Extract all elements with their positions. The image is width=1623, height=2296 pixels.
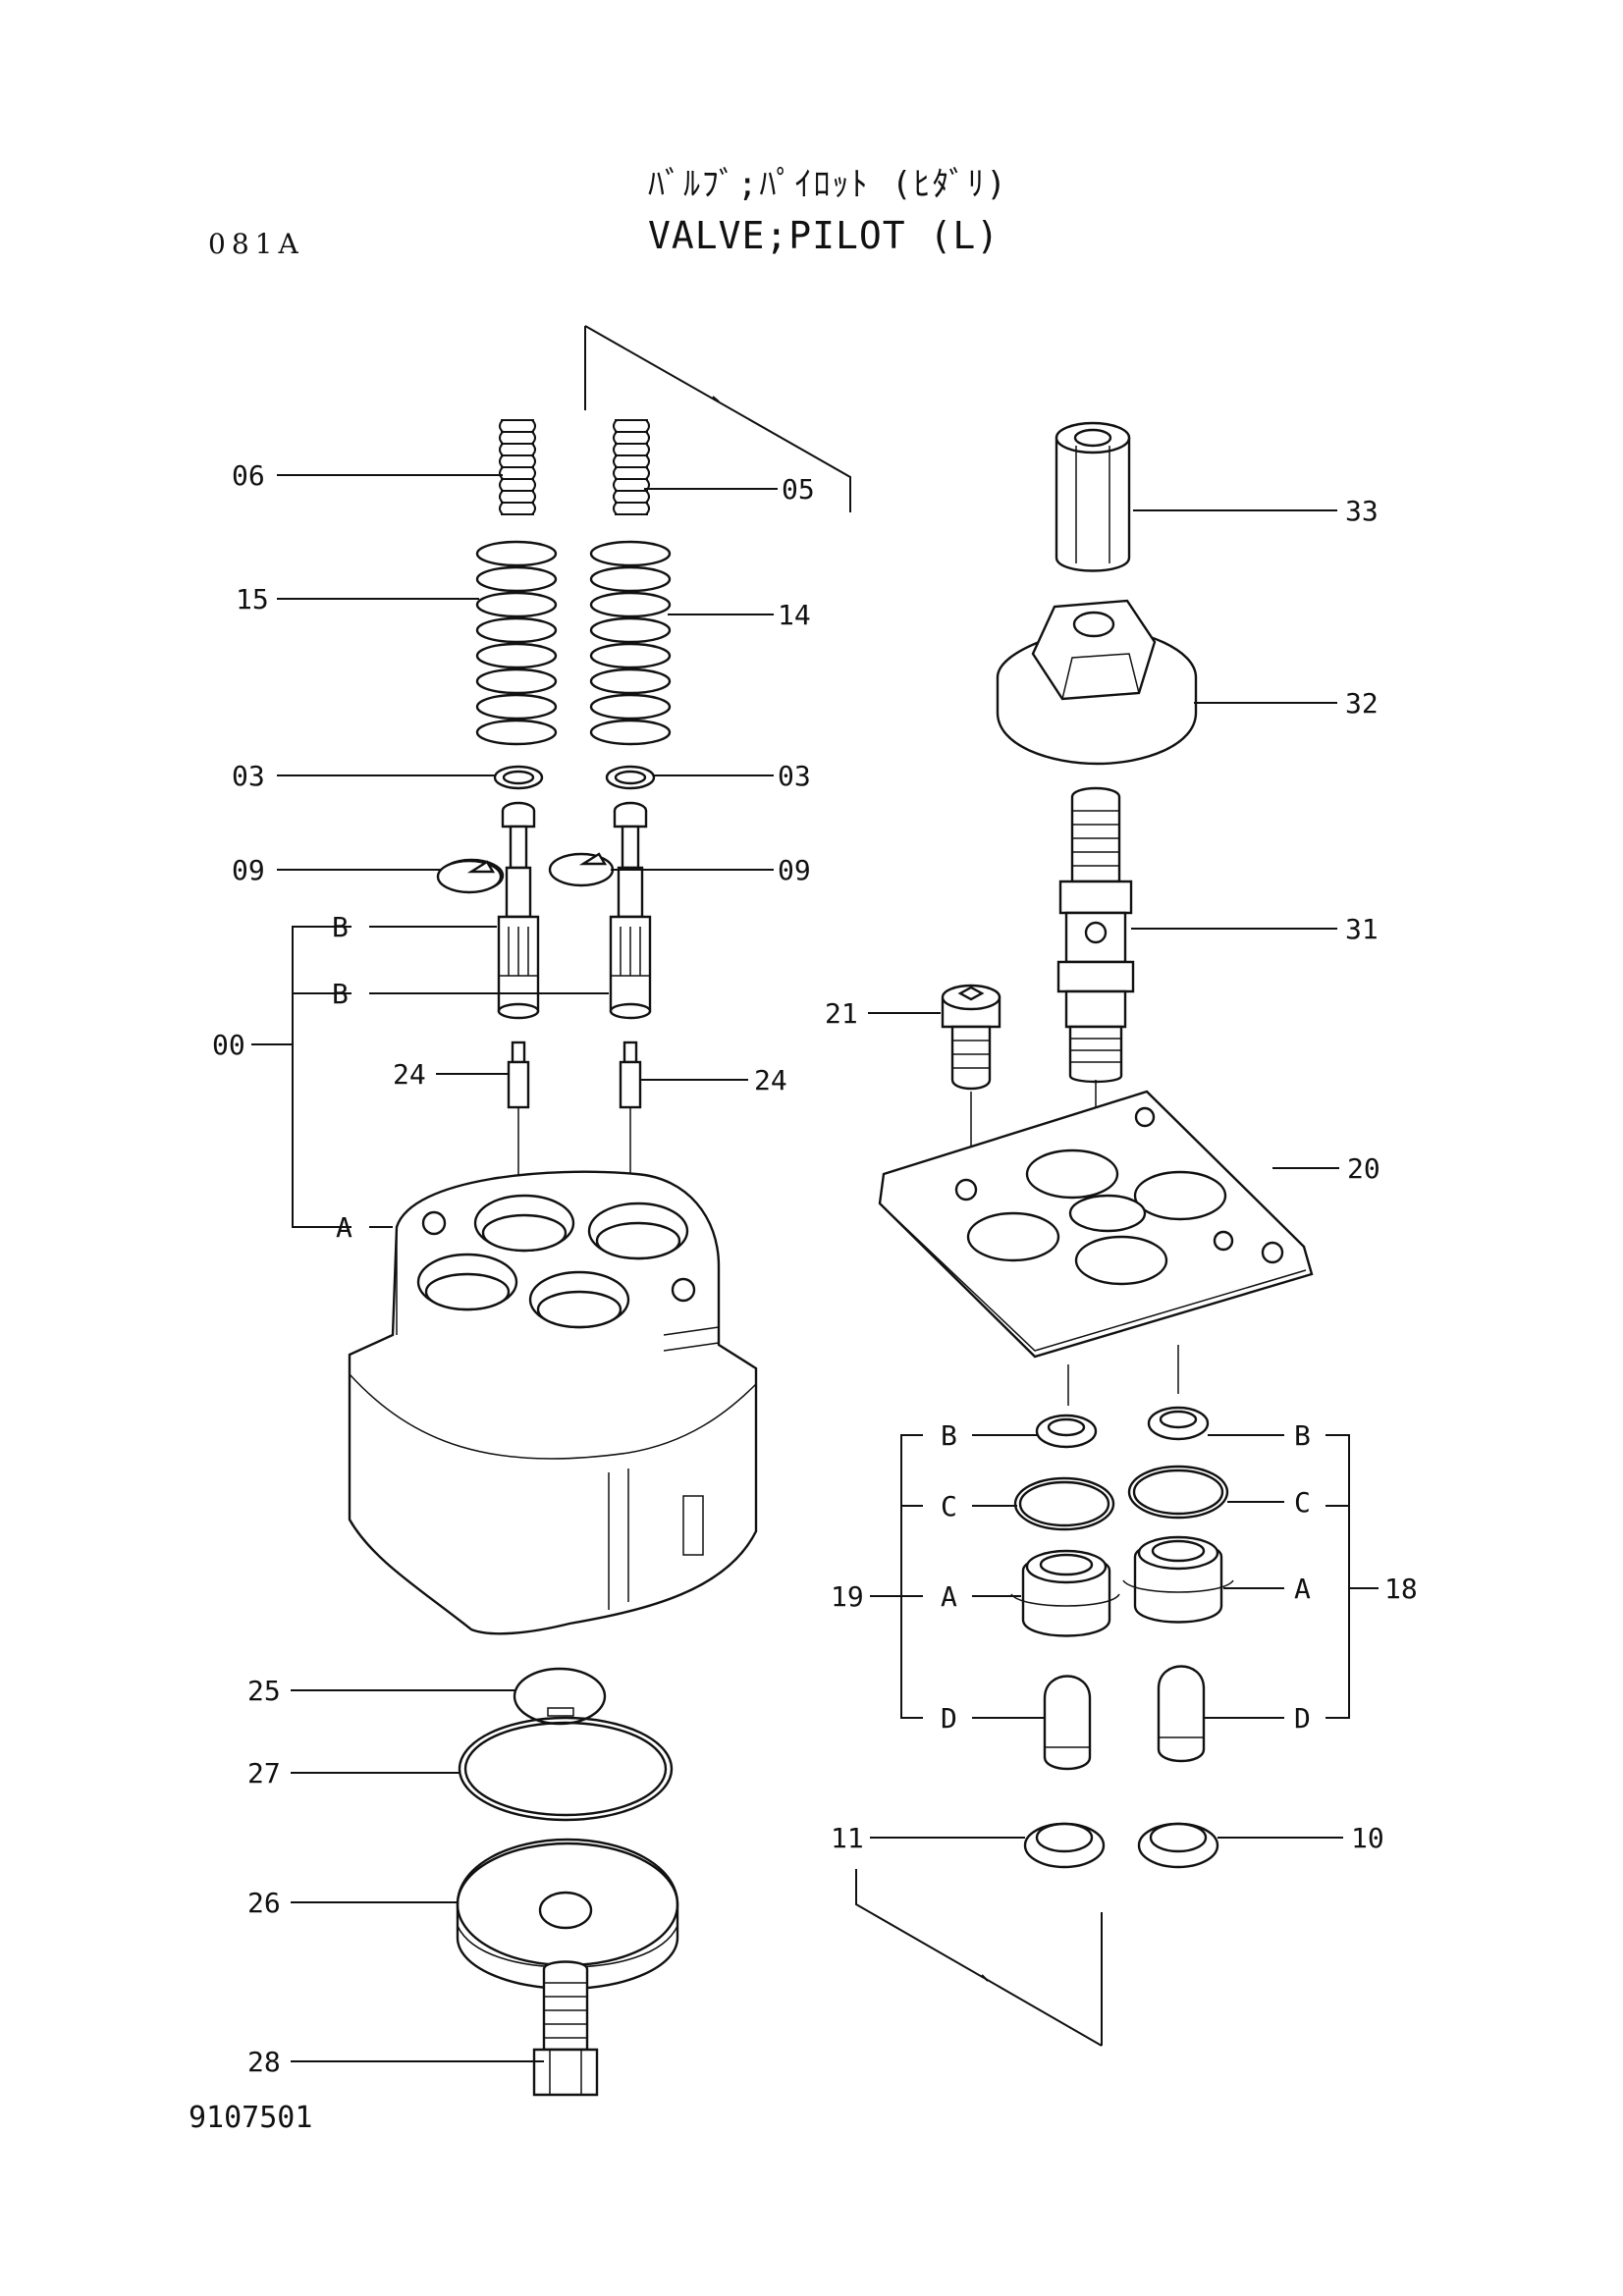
callout-09-right: 09 (778, 854, 811, 886)
callout-b-upper: B (332, 911, 349, 943)
plug-screw-28 (532, 1960, 599, 2097)
callout-a-body: A (336, 1211, 352, 1244)
sheet-code: 081A (208, 228, 304, 260)
socket-bolt-21 (941, 984, 1001, 1188)
valve-body-casing (348, 1170, 758, 1635)
callout-11: 11 (831, 1822, 864, 1854)
callout-03-left: 03 (232, 760, 265, 792)
nut-11 (1023, 1822, 1106, 1869)
plunger-d-right (1157, 1665, 1206, 1763)
callout-28: 28 (247, 2046, 281, 2078)
callout-05: 05 (782, 473, 815, 506)
o-ring-27 (458, 1716, 674, 1822)
bracket-00 (251, 926, 609, 1228)
spool-left (438, 801, 540, 1020)
o-ring-c-right (1127, 1465, 1229, 1520)
callout-20: 20 (1347, 1152, 1380, 1185)
o-ring-25 (513, 1667, 607, 1726)
large-spring-15 (475, 540, 558, 746)
drawing-number: 9107501 (189, 2101, 313, 2135)
seal-b-left (1035, 1414, 1098, 1449)
large-spring-14 (589, 540, 672, 746)
callout-26: 26 (247, 1887, 281, 1919)
group-bracket-bottom (855, 1869, 1103, 2047)
callout-19: 19 (831, 1580, 864, 1613)
spool-right (609, 801, 652, 1020)
callout-c-left-seal: C (941, 1490, 957, 1522)
bracket-18 (1204, 1434, 1379, 1719)
o-ring-c-left (1013, 1476, 1115, 1531)
callout-06: 06 (232, 459, 265, 492)
title-japanese: ﾊﾞﾙﾌﾞ;ﾊﾟｲﾛｯﾄ (ﾋﾀﾞﾘ) (648, 165, 1008, 204)
callout-14: 14 (778, 599, 811, 631)
callout-33: 33 (1345, 495, 1379, 527)
retainer-09-right (548, 852, 615, 887)
callout-09-left: 09 (232, 854, 265, 886)
leader-lines (277, 474, 1343, 2062)
callout-d-left-seal: D (941, 1702, 957, 1735)
title-english: VALVE;PILOT (L) (648, 214, 1001, 257)
callout-15: 15 (236, 583, 269, 615)
callout-25: 25 (247, 1675, 281, 1707)
callout-00: 00 (212, 1029, 245, 1061)
plate-20 (878, 1090, 1314, 1406)
seal-b-right (1147, 1406, 1210, 1441)
callout-a-left-seal: A (941, 1580, 957, 1613)
callout-b-lower: B (332, 978, 349, 1010)
washer-03-left (493, 765, 544, 790)
joint-shaft-31 (1056, 786, 1135, 1213)
hex-nut-flange-32 (996, 599, 1198, 766)
sleeve-a-left (1010, 1549, 1120, 1637)
hex-coupling-33 (1055, 421, 1131, 572)
callout-a-right-seal: A (1294, 1573, 1311, 1605)
callout-b-right-seal: B (1294, 1419, 1311, 1452)
sleeve-a-right (1122, 1535, 1234, 1624)
callout-21: 21 (825, 997, 858, 1030)
nut-10 (1137, 1822, 1219, 1869)
small-spring-05 (613, 419, 650, 515)
callout-b-left-seal: B (941, 1419, 957, 1452)
callout-24-left: 24 (393, 1058, 426, 1091)
washer-03-right (605, 765, 656, 790)
pin-24-right (619, 1041, 642, 1203)
callout-32: 32 (1345, 687, 1379, 720)
callout-10: 10 (1351, 1822, 1384, 1854)
pin-24-left (507, 1041, 530, 1203)
callout-24-right: 24 (754, 1064, 787, 1096)
callout-03-right: 03 (778, 760, 811, 792)
plunger-d-left (1043, 1675, 1092, 1771)
bracket-19 (870, 1434, 1045, 1719)
callout-d-right-seal: D (1294, 1702, 1311, 1735)
group-bracket-top (584, 325, 851, 512)
callout-c-right-seal: C (1294, 1486, 1311, 1519)
small-spring-06 (499, 419, 536, 515)
callout-18: 18 (1384, 1573, 1418, 1605)
callout-31: 31 (1345, 913, 1379, 945)
callout-27: 27 (247, 1757, 281, 1789)
retainer-09-left (436, 859, 503, 894)
